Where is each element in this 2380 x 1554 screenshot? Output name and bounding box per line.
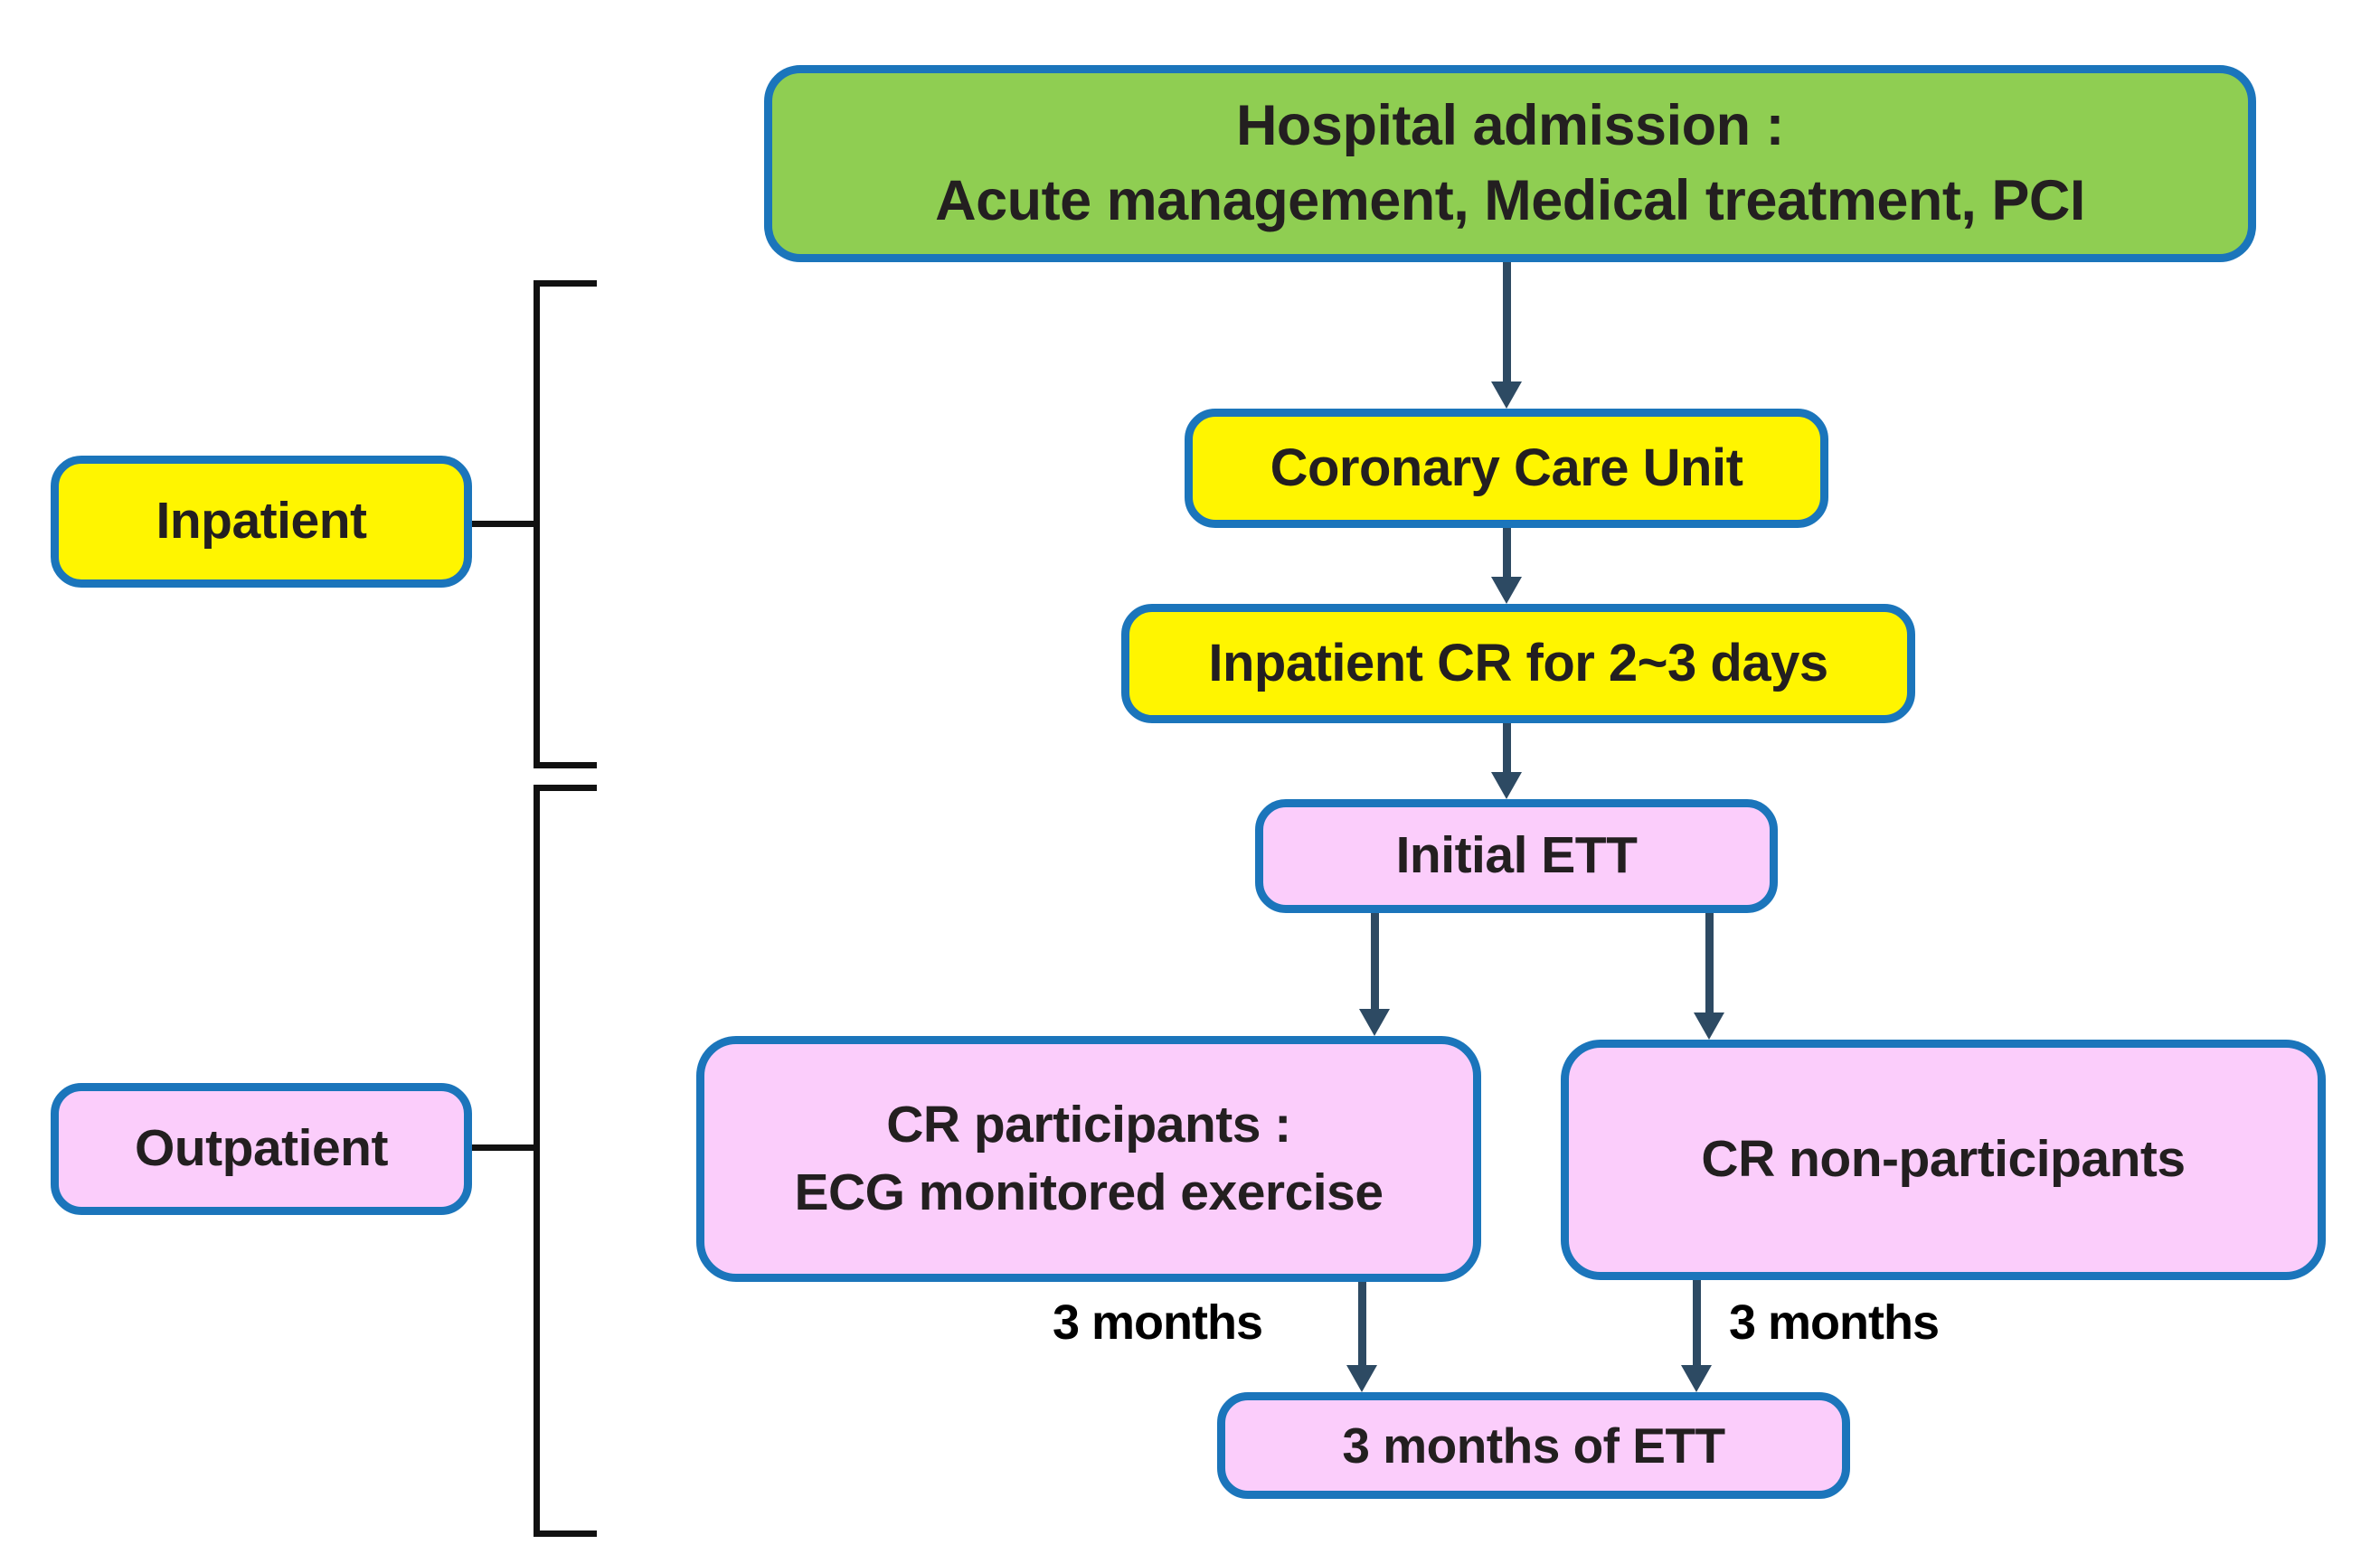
node-three-months-ett[interactable]: 3 months of ETT — [1217, 1392, 1850, 1499]
node-hospital-admission[interactable]: Hospital admission : Acute management, M… — [764, 65, 2256, 262]
node-coronary-care-unit[interactable]: Coronary Care Unit — [1185, 409, 1828, 528]
arrow-inpatient-cr-to-initial-ett — [1491, 723, 1522, 799]
bracket-stem-inpatient — [472, 521, 537, 527]
arrow-admission-to-ccu — [1491, 262, 1522, 409]
phase-label-outpatient[interactable]: Outpatient — [51, 1083, 472, 1215]
node-inpatient-cr[interactable]: Inpatient CR for 2~3 days — [1121, 604, 1915, 723]
arrow-cr-participants-to-three-months-ett — [1346, 1282, 1377, 1392]
bracket-inpatient — [534, 280, 597, 768]
node-cr-participants[interactable]: CR participants : ECG monitored exercise — [696, 1036, 1481, 1282]
arrow-initial-ett-to-cr-participants — [1359, 913, 1390, 1036]
phase-label-inpatient[interactable]: Inpatient — [51, 456, 472, 588]
arrow-cr-non-participants-to-three-months-ett — [1681, 1280, 1712, 1392]
node-initial-ett[interactable]: Initial ETT — [1255, 799, 1778, 913]
arrow-initial-ett-to-cr-non-participants — [1694, 913, 1724, 1040]
arrow-ccu-to-inpatient-cr — [1491, 528, 1522, 604]
edge-label-left-three-months: 3 months — [1053, 1295, 1263, 1350]
node-cr-non-participants[interactable]: CR non-participants — [1561, 1040, 2326, 1280]
bracket-outpatient — [534, 785, 597, 1537]
bracket-stem-outpatient — [472, 1144, 537, 1151]
edge-label-right-three-months: 3 months — [1729, 1295, 1940, 1350]
